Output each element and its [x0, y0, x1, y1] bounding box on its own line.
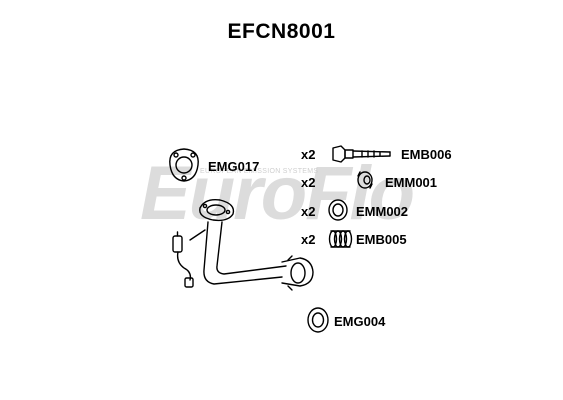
part-number-title: EFCN8001: [227, 20, 336, 43]
part-label-emb006: EMB006: [401, 147, 452, 162]
nut-emm001-icon: [357, 171, 373, 189]
qty-emm001: x2: [301, 175, 316, 190]
euroflo-watermark: EuroFlo: [140, 156, 415, 232]
washer-emm002-icon: [328, 199, 348, 221]
part-label-emg017: EMG017: [208, 159, 260, 174]
part-label-emb005: EMB005: [356, 232, 407, 247]
watermark-brand-text: EuroFlo: [140, 151, 415, 236]
gasket-emg017-icon: [169, 148, 199, 182]
qty-emb006: x2: [301, 147, 316, 162]
gasket-emg004-icon: [307, 307, 329, 333]
qty-emm002: x2: [301, 204, 316, 219]
front-pipe-icon: [172, 198, 314, 291]
spring-emb005-icon: [328, 230, 353, 248]
bolt-emb006-icon: [332, 145, 391, 163]
qty-emb005: x2: [301, 232, 316, 247]
part-label-emm002: EMM002: [356, 204, 409, 219]
part-label-emm001: EMM001: [385, 175, 438, 190]
part-label-emg004: EMG004: [334, 314, 386, 329]
watermark-tagline: EUROPEAN EMISSION SYSTEMS: [200, 168, 319, 175]
